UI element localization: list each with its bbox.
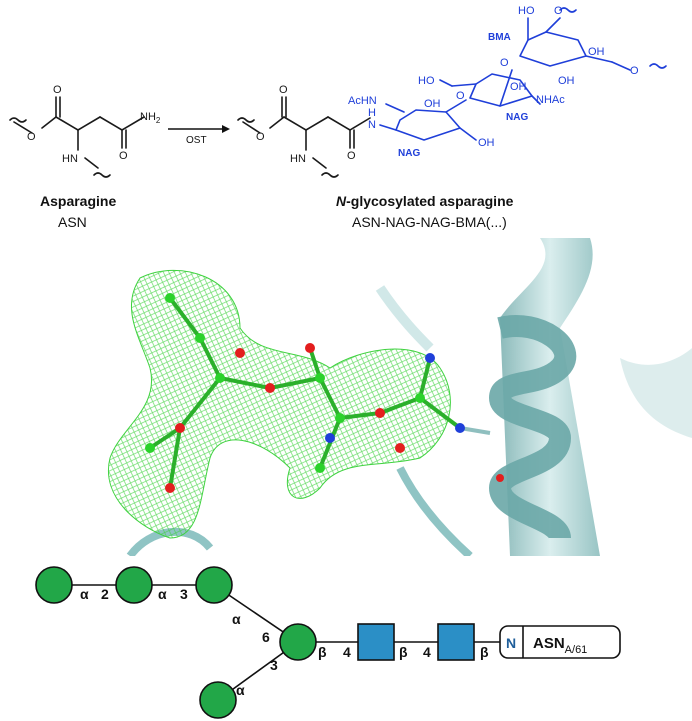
link3-pos: 6 (262, 629, 270, 645)
hn-atom: HN (62, 153, 78, 165)
reaction-scheme: O O HN O NH2 Asparagine ASN OST O O HN (9, 5, 667, 230)
svg-text:O: O (256, 131, 265, 143)
glycan-ball-and-stick (148, 296, 491, 489)
svg-text:HO: HO (418, 75, 435, 87)
product-name: N-glycosylated asparagine (336, 193, 514, 209)
link4-anomer: α (236, 682, 245, 698)
atom-spheres (145, 293, 504, 493)
amide-n-atom: H (368, 107, 376, 119)
asn-residue-box: N ASNA/61 (499, 625, 621, 659)
asn-label: ASNA/61 (533, 635, 587, 656)
svg-text:HN: HN (290, 153, 306, 165)
bma-anomer: β (318, 644, 327, 660)
link2-pos: 3 (180, 586, 188, 602)
product-structure: O O HN O H N AcHN OH OH NAG O HO OH (237, 5, 667, 178)
svg-text:OH: OH (510, 81, 527, 93)
link1-anomer: α (80, 586, 89, 602)
electron-density-mesh (108, 269, 451, 539)
svg-text:HO: HO (518, 5, 535, 17)
svg-text:O: O (347, 150, 356, 162)
svg-text:O: O (554, 5, 563, 17)
mannose-2 (115, 566, 153, 604)
bma-pos: 4 (343, 644, 351, 660)
nag1-label: NAG (398, 148, 420, 159)
link2-anomer: α (158, 586, 167, 602)
svg-text:N: N (368, 119, 376, 131)
nag1-anomer: β (480, 644, 489, 660)
mannose-4 (199, 681, 237, 719)
nag-square-2 (357, 623, 395, 661)
svg-text:O: O (456, 90, 465, 102)
n-label: N (506, 635, 516, 651)
nag-square-1 (437, 623, 475, 661)
arrow-label: OST (186, 135, 207, 146)
nag2-anomer: β (399, 644, 408, 660)
ester-o-atom: O (27, 131, 36, 143)
bma-label: BMA (488, 32, 511, 43)
nh2-atom: NH2 (140, 111, 161, 125)
svg-text:OH: OH (588, 46, 605, 58)
reaction-arrow: OST (168, 125, 230, 146)
glycosidic-links (54, 584, 500, 701)
svg-text:O: O (630, 65, 639, 77)
nag2-label: NAG (506, 112, 528, 123)
protein-ribbon (126, 238, 692, 556)
nag2-pos: 4 (423, 644, 431, 660)
crystal-structure-render (108, 238, 692, 556)
mannose-3 (195, 566, 233, 604)
svg-text:AcHN: AcHN (348, 95, 377, 107)
product-code: ASN-NAG-NAG-BMA(...) (352, 214, 507, 230)
link4-pos: 3 (270, 657, 278, 673)
bma-mannose (279, 623, 317, 661)
amide-o-atom: O (119, 150, 128, 162)
link3-anomer: α (232, 611, 241, 627)
link1-pos: 2 (101, 586, 109, 602)
reactant-code: ASN (58, 214, 87, 230)
svg-text:OH: OH (478, 137, 495, 149)
svg-text:OH: OH (424, 98, 441, 110)
reactant-name: Asparagine (40, 193, 116, 209)
svg-text:O: O (279, 84, 288, 96)
asparagine-structure: O O HN O NH2 (9, 84, 161, 178)
svg-text:OH: OH (558, 75, 575, 87)
svg-text:O: O (500, 57, 509, 69)
glycan-symbol-diagram: α 2 α 3 α 6 3 α β 4 β 4 β N ASNA/61 (35, 566, 621, 719)
svg-text:NHAc: NHAc (536, 94, 565, 106)
carbonyl-o-atom: O (53, 84, 62, 96)
mannose-1 (35, 566, 73, 604)
